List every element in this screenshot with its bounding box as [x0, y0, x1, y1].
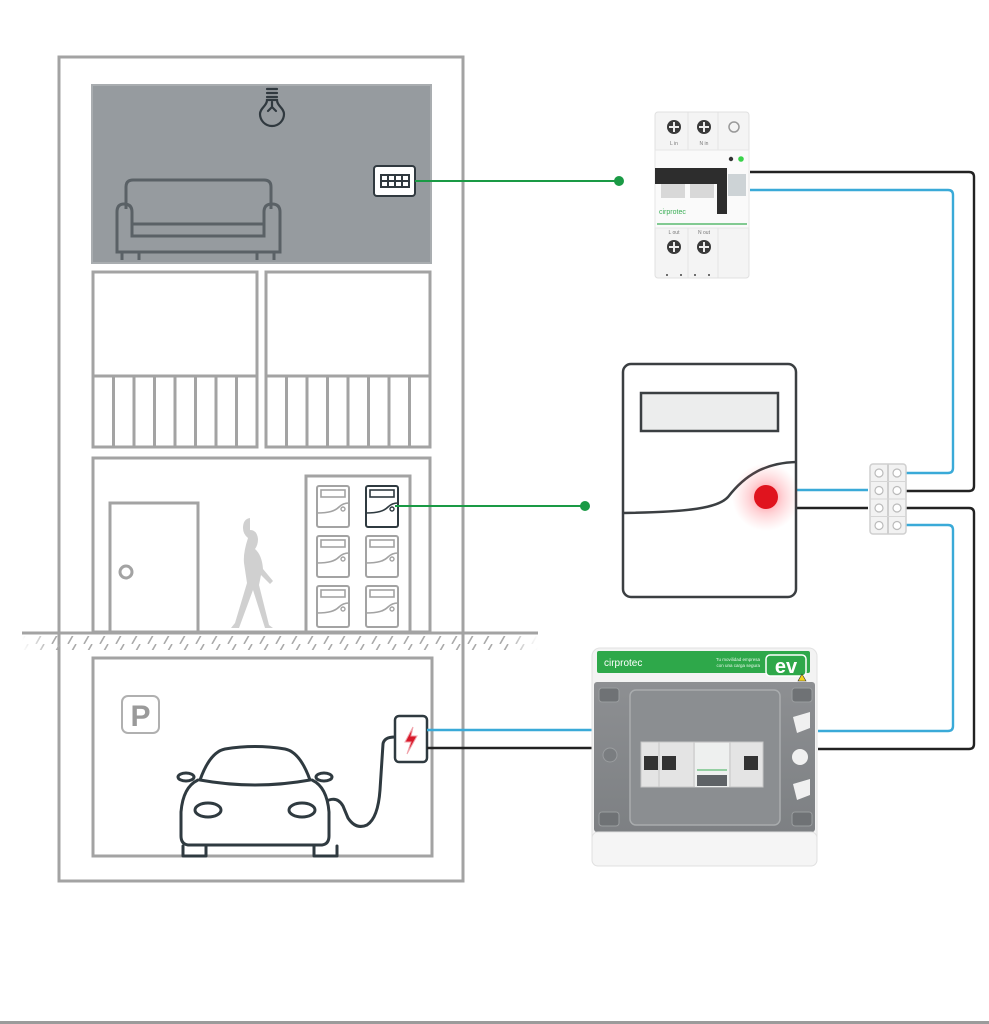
junction-terminal — [892, 468, 902, 478]
meter-alert-indicator — [754, 485, 778, 509]
wire-blue-breaker — [750, 188, 955, 475]
panel-latch-icon — [792, 712, 810, 800]
door-icon — [108, 501, 200, 635]
railing-left — [112, 376, 238, 447]
breaker-status-dot — [728, 156, 734, 162]
smart-meter-display-icon — [373, 165, 416, 197]
wire-blue-panel — [818, 523, 955, 733]
walking-person-icon — [231, 518, 273, 628]
signal-lines — [395, 176, 624, 511]
meter-grid — [316, 485, 399, 628]
breaker-brand: cirprotec — [659, 209, 686, 216]
building-outline — [57, 55, 465, 883]
ev-badge — [765, 654, 807, 677]
meter-display — [639, 391, 780, 433]
breaker-terminal-n-out: N out — [698, 230, 711, 236]
wire-black-breaker — [750, 170, 976, 493]
warning-icon — [797, 673, 807, 682]
railing-right — [285, 376, 411, 447]
wires — [427, 170, 976, 751]
ev-panel-tagline-1: Tu movilidad empresa — [716, 657, 761, 662]
meter-icon — [365, 585, 399, 628]
parking-sign-icon: P — [121, 695, 160, 734]
junction-block — [869, 463, 907, 535]
junction-terminal — [874, 503, 884, 513]
junction-terminal — [892, 485, 902, 496]
terminal-screw-icon — [667, 120, 740, 134]
bottom-divider — [0, 1021, 989, 1024]
living-room — [91, 84, 432, 264]
breaker-terminal-n-in: N in — [700, 141, 709, 147]
electricity-meter — [621, 362, 800, 599]
parking: P — [91, 656, 434, 858]
ev-badge-text: ev — [775, 656, 798, 678]
junction-terminal — [874, 520, 884, 531]
ground-floor — [91, 456, 432, 635]
sofa-icon — [115, 178, 282, 260]
breaker-terminal-l-in: L in — [670, 141, 678, 147]
junction-terminal — [874, 485, 884, 496]
light-bulb-icon — [258, 87, 286, 128]
signal-endpoint-top — [614, 176, 624, 186]
ev-charger-icon — [393, 714, 429, 764]
junction-terminal — [892, 503, 902, 513]
ground-line — [22, 631, 538, 650]
breaker-led-green — [738, 156, 744, 162]
breaker-device: L in N in cirprotec L out N out — [654, 111, 750, 279]
signal-endpoint-middle — [580, 501, 590, 511]
lightning-bolt-icon — [404, 726, 418, 755]
ev-panel-tagline-2: con una carga segura — [716, 663, 760, 668]
parking-sign-letter: P — [130, 700, 150, 733]
building: P — [22, 55, 538, 883]
meter-icon — [316, 535, 350, 578]
meter-icon — [365, 535, 399, 578]
panel-breakers — [640, 741, 764, 788]
car-icon — [176, 735, 397, 858]
wire-black-panel — [818, 506, 976, 751]
ev-panel-brand: cirprotec — [604, 658, 642, 669]
active-meter-icon — [365, 485, 399, 528]
ev-panel-header — [597, 651, 810, 673]
breaker-terminal-l-out: L out — [669, 230, 681, 236]
junction-terminal — [874, 468, 884, 478]
ev-distribution-panel: cirprotec Tu movilidad empresa con una c… — [591, 647, 818, 867]
junction-terminal — [892, 520, 902, 531]
meter-icon — [316, 485, 350, 528]
meter-icon — [316, 585, 350, 628]
balconies — [91, 270, 432, 449]
